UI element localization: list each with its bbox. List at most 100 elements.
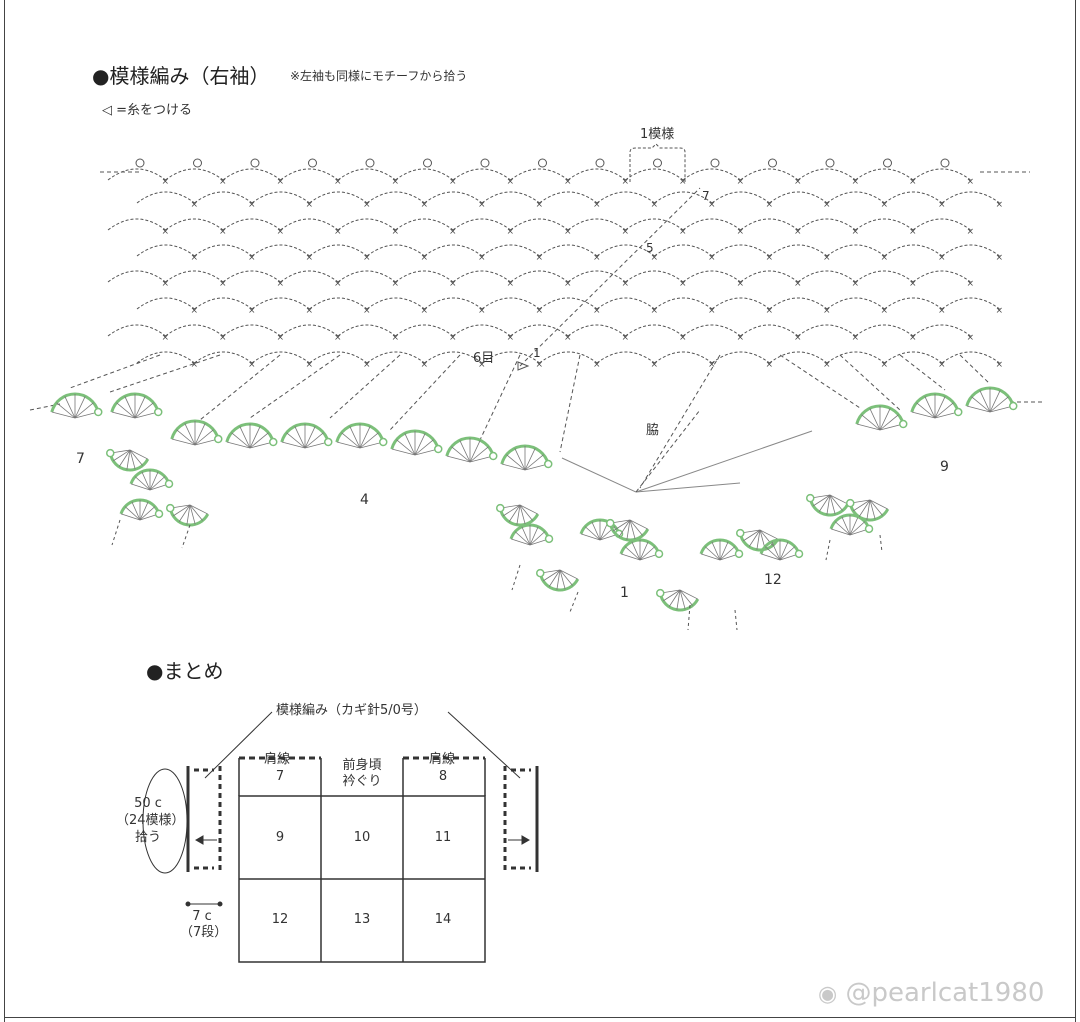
single-crochet-mark: × [909, 279, 917, 289]
green-arc [658, 592, 700, 612]
chain-loop [452, 324, 511, 337]
single-crochet-mark: × [708, 360, 716, 370]
green-arc [500, 444, 550, 465]
picot-dot [1008, 401, 1018, 411]
spoke [591, 521, 601, 541]
single-crochet-mark: × [909, 177, 917, 187]
single-crochet-mark: × [162, 177, 170, 187]
spoke [519, 504, 526, 525]
spoke [668, 589, 681, 607]
spoke [879, 414, 899, 431]
chain-loop [740, 324, 799, 337]
chain-loop [309, 297, 368, 310]
chain-loop [625, 270, 684, 283]
single-crochet-mark: × [191, 200, 199, 210]
spoke [869, 499, 876, 520]
single-crochet-mark: × [191, 306, 199, 316]
frame-bottom-border [4, 1017, 1076, 1018]
spoke [176, 429, 196, 446]
spoke [118, 449, 131, 467]
picot-dot [323, 437, 333, 447]
spoke [74, 396, 86, 419]
single-crochet-mark: × [708, 306, 716, 316]
single-crochet-mark: × [967, 333, 975, 343]
green-arc [538, 572, 580, 592]
shoulder-line-right: 肩線 [429, 752, 456, 767]
spoke [639, 541, 649, 561]
chain-loop [941, 351, 1000, 364]
picot-dot [268, 437, 278, 447]
weibo-icon: ◉ [818, 982, 838, 1007]
chain-loop [625, 218, 684, 231]
picot-mark [768, 158, 777, 168]
chain-loop [912, 270, 971, 283]
single-crochet-mark: × [507, 177, 515, 187]
fan-stitch-group [225, 422, 278, 449]
spoke [396, 439, 416, 456]
connector-line [329, 354, 401, 419]
spoke [849, 521, 866, 536]
spoke [813, 494, 831, 507]
motif-number-7: 7 [76, 451, 85, 467]
spoke [113, 449, 131, 462]
picot-dot [864, 524, 874, 534]
chain-loop [539, 244, 598, 257]
single-crochet-mark: × [622, 279, 630, 289]
picot-dot [734, 549, 744, 559]
spoke [580, 533, 601, 541]
chain-loop [251, 351, 310, 364]
chain-loop [539, 351, 598, 364]
spoke [304, 432, 324, 449]
spoke [141, 471, 151, 491]
chain-loop [424, 244, 483, 257]
picot-dot [495, 503, 505, 513]
panel-12: 12 [271, 912, 289, 927]
edge-tail [181, 524, 191, 549]
single-crochet-mark: × [651, 360, 659, 370]
front-neckline-label: 前身頃 衿ぐり [322, 754, 402, 794]
chain-loop [222, 270, 281, 283]
picot-dot [154, 509, 164, 519]
spoke [559, 569, 566, 590]
chain-loop [366, 244, 425, 257]
motif-edging-chart [50, 386, 1018, 631]
single-crochet-mark: × [248, 253, 256, 263]
spoke [178, 504, 191, 522]
chain-loop [682, 168, 741, 181]
single-crochet-mark: × [996, 253, 1004, 263]
picot-dot [378, 437, 388, 447]
connector-line [389, 354, 461, 431]
spoke [748, 529, 761, 547]
single-crochet-mark: × [823, 200, 831, 210]
green-arc [608, 522, 650, 542]
spoke [124, 506, 141, 521]
picot-dot [605, 518, 615, 528]
chain-loop [510, 270, 569, 283]
chain-loop [912, 168, 971, 181]
single-crochet-mark: × [967, 227, 975, 237]
single-crochet-mark: × [881, 306, 889, 316]
single-crochet-mark: × [967, 177, 975, 187]
chain-loop [682, 218, 741, 231]
chain-loop [222, 168, 281, 181]
picot-dot [735, 528, 745, 538]
edge-tail [734, 609, 738, 631]
chain-loop [424, 297, 483, 310]
chain-loop [769, 191, 828, 204]
spoke [548, 569, 561, 587]
spoke [829, 494, 849, 505]
spoke [341, 432, 361, 449]
picot-mark [653, 158, 662, 168]
spoke [858, 499, 871, 517]
row-label-5: 5 [646, 241, 654, 255]
left-sleeve-note: ※左袖も同様にモチーフから拾う [290, 69, 468, 83]
spoke [529, 531, 546, 546]
single-crochet-mark: × [881, 200, 889, 210]
chain-loop [682, 324, 741, 337]
single-crochet-mark: × [248, 200, 256, 210]
spoke [849, 516, 859, 536]
spoke [711, 541, 721, 561]
spoke [676, 589, 681, 610]
green-arc [445, 436, 495, 457]
green-arc [808, 497, 850, 517]
